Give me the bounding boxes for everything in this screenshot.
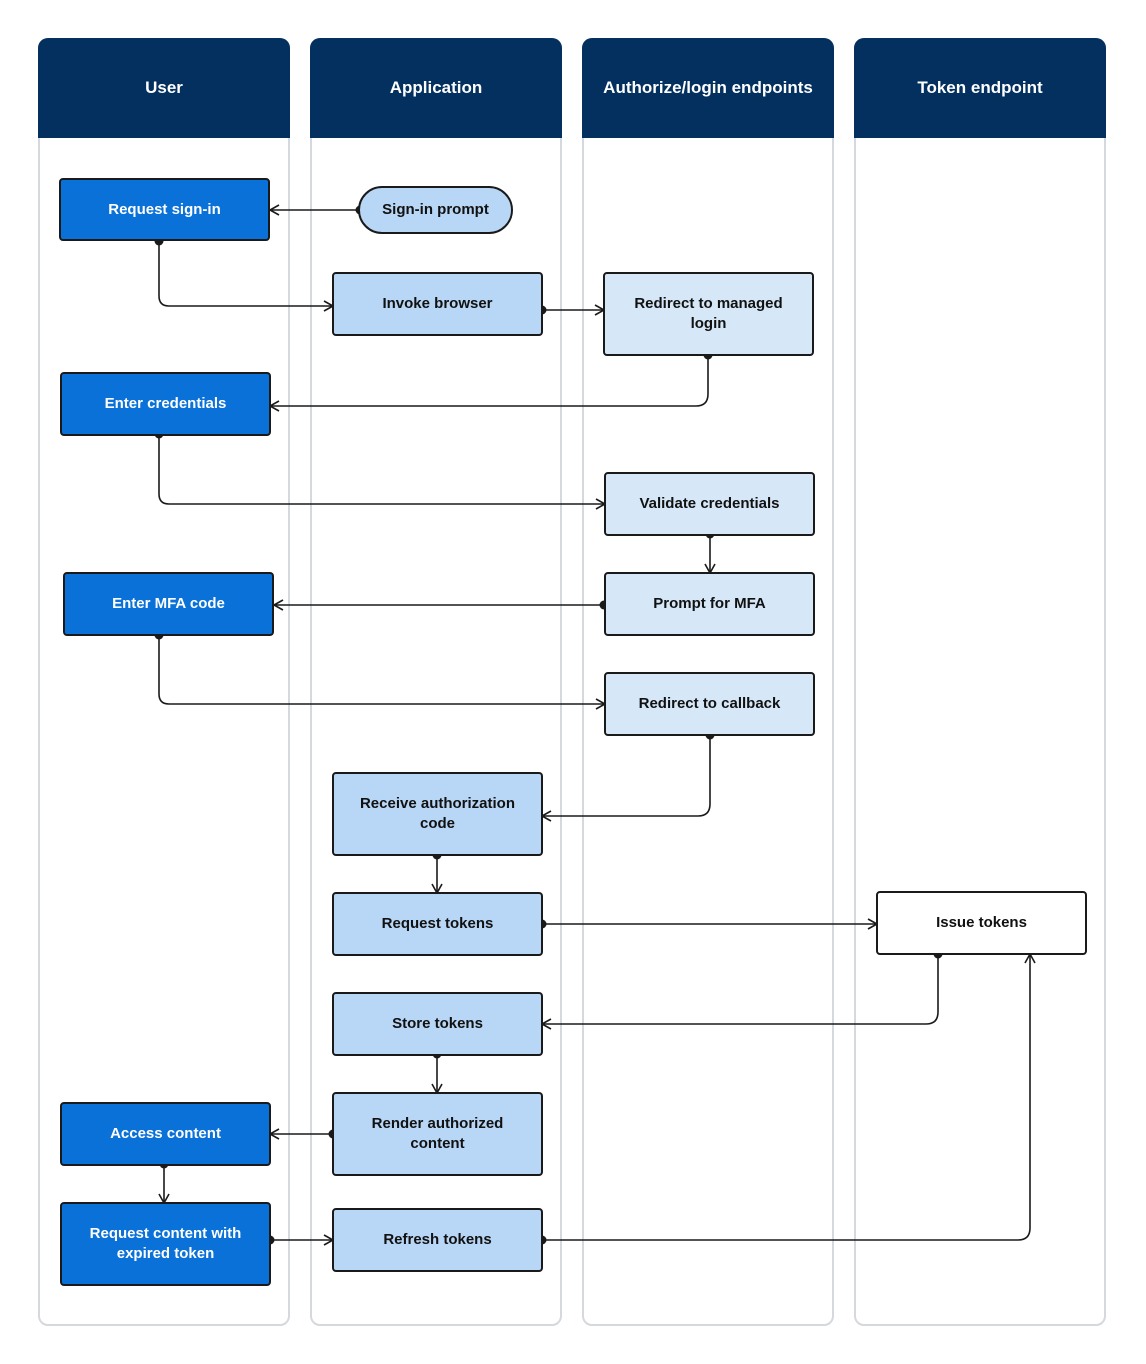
lane-header-token-endpoint: Token endpoint [854, 38, 1106, 138]
node-issue-tokens: Issue tokens [876, 891, 1087, 955]
node-enter-credentials: Enter credentials [60, 372, 271, 436]
lane-header-authorize-login: Authorize/login endpoints [582, 38, 834, 138]
node-invoke-browser: Invoke browser [332, 272, 543, 336]
node-prompt-for-mfa: Prompt for MFA [604, 572, 815, 636]
node-store-tokens: Store tokens [332, 992, 543, 1056]
node-request-tokens: Request tokens [332, 892, 543, 956]
node-refresh-tokens: Refresh tokens [332, 1208, 543, 1272]
node-redirect-to-managed-login: Redirect to managed login [603, 272, 814, 356]
lane-header-application: Application [310, 38, 562, 138]
node-request-content-with-expired-token: Request content with expired token [60, 1202, 271, 1286]
node-sign-in-prompt: Sign-in prompt [358, 186, 513, 234]
node-validate-credentials: Validate credentials [604, 472, 815, 536]
lane-header-user: User [38, 38, 290, 138]
lane-token-endpoint: Token endpoint [854, 38, 1106, 1326]
node-receive-authorization-code: Receive authorization code [332, 772, 543, 856]
node-access-content: Access content [60, 1102, 271, 1166]
node-redirect-to-callback: Redirect to callback [604, 672, 815, 736]
node-render-authorized-content: Render authorized content [332, 1092, 543, 1176]
node-request-sign-in: Request sign-in [59, 178, 270, 241]
node-enter-mfa-code: Enter MFA code [63, 572, 274, 636]
